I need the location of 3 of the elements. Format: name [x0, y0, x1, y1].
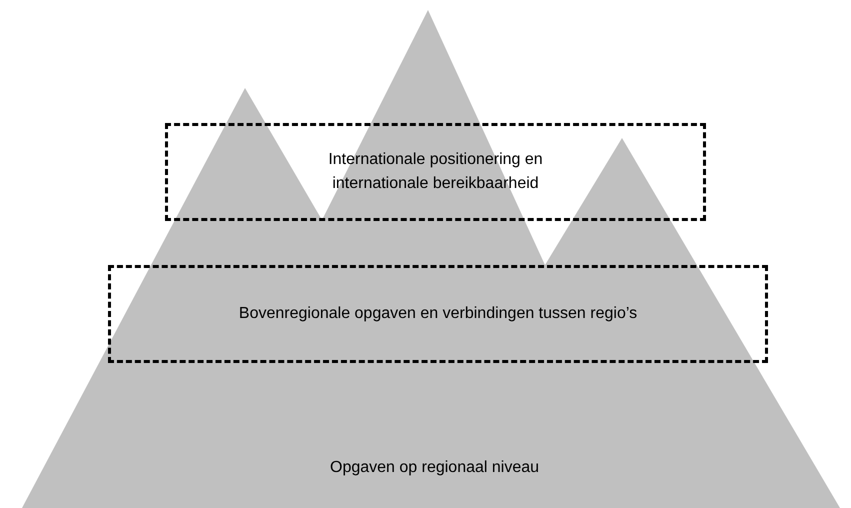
box-label: Bovenregionale opgaven en verbindingen tussen regio’s — [238, 304, 638, 324]
box-label: Internationale positionering en internationale bereikbaarheid — [327, 150, 544, 194]
mountain-label: Opgaven op regionaal niveau — [330, 458, 540, 478]
